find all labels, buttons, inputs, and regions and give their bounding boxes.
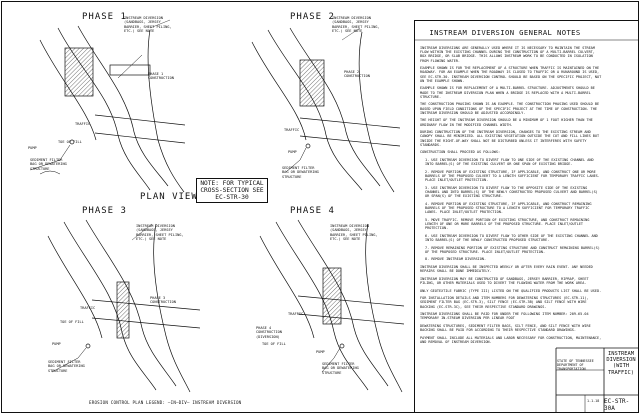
p3-construction-label: PHASE 3 CONSTRUCTION xyxy=(150,296,176,305)
p2-pump-label: PUMP xyxy=(288,150,297,154)
legend-text: EROSION CONTROL PLAN LEGEND: —IN—DIV— IN… xyxy=(89,400,242,405)
department-name: DEPARTMENT OF TRANSPORTATION xyxy=(557,363,586,371)
phase3-drawing xyxy=(47,219,201,393)
p1-pump-label: PUMP xyxy=(28,146,37,150)
p3-sediment-label: SEDIMENT FILTER BAG OR DEWATERING STRUCT… xyxy=(48,360,85,373)
drawing-number: EC-STR-30A xyxy=(604,398,630,412)
note-item: ONLY GEOTEXTILE FABRIC (TYPE III) LISTED… xyxy=(420,288,602,293)
phase2-heading: PHASE 2 xyxy=(290,12,335,22)
phase1-heading: PHASE 1 xyxy=(82,12,127,22)
note-step: 7. REMOVE REMAINING PORTION OF EXISTING … xyxy=(425,245,600,254)
note-item: EXAMPLE SHOWN IS FOR REPLACEMENT OF A MU… xyxy=(420,86,595,99)
p3-pump-label: PUMP xyxy=(52,342,61,346)
note-step: 1. USE INSTREAM DIVERSION TO DIVERT FLOW… xyxy=(425,158,594,167)
note-step: 4. REMOVE PORTION OF EXISTING STRUCTURE,… xyxy=(425,201,592,215)
p4-pump-label: PUMP xyxy=(316,350,325,354)
p3-traffic-label: TRAFFIC xyxy=(80,306,96,310)
note-item: DEWATERING STRUCTURES, SEDIMENT FILTER B… xyxy=(420,323,591,333)
note-step: 8. REMOVE INSTREAM DIVERSION. xyxy=(425,257,487,262)
p1-sediment-label: SEDIMENT FILTER BAG OR DEWATERING STRUCT… xyxy=(30,158,67,171)
p4-sediment-label: SEDIMENT FILTER BAG OR DEWATERING STRUCT… xyxy=(322,362,359,375)
note-step: 5. MOVE TRAFFIC. REMOVE PORTION OF EXIST… xyxy=(425,217,590,231)
note-item: EXAMPLE SHOWN IS FOR THE REPLACEMENT OF … xyxy=(420,66,602,83)
p2-traffic-label: TRAFFIC xyxy=(284,128,300,132)
p1-instream-label: INSTREAM DIVERSION (SANDBAGS, JERSEY BAR… xyxy=(124,16,172,33)
p4-instream-label: INSTREAM DIVERSION (SANDBAGS, JERSEY BAR… xyxy=(330,224,378,241)
title-block-agency: STATE OF TENNESSEE DEPARTMENT OF TRANSPO… xyxy=(557,359,603,371)
p4-traffic-label: TRAFFIC xyxy=(288,312,304,316)
revision-date: 1-1-18 xyxy=(587,399,600,403)
note-step: 3. USE INSTREAM DIVERSION TO DIVERT FLOW… xyxy=(425,185,598,199)
p1-construction-label: PHASE 1 CONSTRUCTION xyxy=(148,72,174,81)
plan-view-heading: PLAN VIEW xyxy=(140,192,198,202)
phase1-drawing xyxy=(29,19,186,193)
note-item: THE HEIGHT OF THE INSTREAM DIVERSION SHO… xyxy=(420,118,593,127)
note-item: DURING CONSTRUCTION OF THE INSTREAM DIVE… xyxy=(420,130,600,147)
p1-toe-label: TOE OF FILL xyxy=(58,140,82,144)
p4-construction-label: PHASE 4 CONSTRUCTION (DIVERSION) xyxy=(256,326,282,339)
phase4-drawing xyxy=(259,219,405,393)
p4-toe-label: TOE OF FILL xyxy=(262,342,286,346)
general-notes: INSTREAM DIVERSIONS ARE GENERALLY USED W… xyxy=(420,46,603,348)
phase4-heading: PHASE 4 xyxy=(290,206,335,216)
phase3-heading: PHASE 3 xyxy=(82,206,127,216)
phase2-drawing xyxy=(251,27,401,193)
p2-sediment-label: SEDIMENT FILTER BAG OR DEWATERING STRUCT… xyxy=(282,166,319,179)
drawing-title: INSTREAM DIVERSION (WITH TRAFFIC) xyxy=(606,351,636,376)
p2-instream-label: INSTREAM DIVERSION (SANDBAGS, JERSEY BAR… xyxy=(332,16,380,33)
p3-toe-label: TOE OF FILL xyxy=(60,320,84,324)
note-item: CONSTRUCTION SHALL PROCEED AS FOLLOWS: xyxy=(420,150,501,155)
p1-traffic-label: TRAFFIC xyxy=(75,122,91,126)
typical-section-note: NOTE: FOR TYPICAL CROSS-SECTION SEE EC-S… xyxy=(196,178,268,203)
state-name: STATE OF TENNESSEE xyxy=(557,359,594,363)
note-item: FOR INSTALLATION DETAILS AND ITEM NUMBER… xyxy=(420,296,589,309)
note-item: INSTREAM DIVERSIONS ARE GENERALLY USED W… xyxy=(420,46,595,63)
note-step: 6. USE INSTREAM DIVERSION TO DIVERT FLOW… xyxy=(425,233,598,242)
note-step: 2. REMOVE PORTION OF EXISTING STRUCTURE,… xyxy=(425,169,600,183)
note-item: INSTREAM DIVERSION MAY BE CONSTRUCTED OF… xyxy=(420,276,589,285)
notes-title: INSTREAM DIVERSION GENERAL NOTES xyxy=(429,28,581,37)
p3-instream-label: INSTREAM DIVERSION (SANDBAGS, JERSEY BAR… xyxy=(136,224,184,241)
note-item: PAYMENT SHALL INCLUDE ALL MATERIALS AND … xyxy=(420,335,602,344)
note-item: INSTREAM DIVERSION SHALL BE INSPECTED WE… xyxy=(420,264,593,274)
note-item: INSTREAM DIVERSIONS SHALL BE PAID FOR UN… xyxy=(420,312,589,321)
p2-construction-label: PHASE 2 CONSTRUCTION xyxy=(344,70,370,79)
note-item: THE CONSTRUCTION PHASING SHOWN IS AN EXA… xyxy=(420,102,600,115)
